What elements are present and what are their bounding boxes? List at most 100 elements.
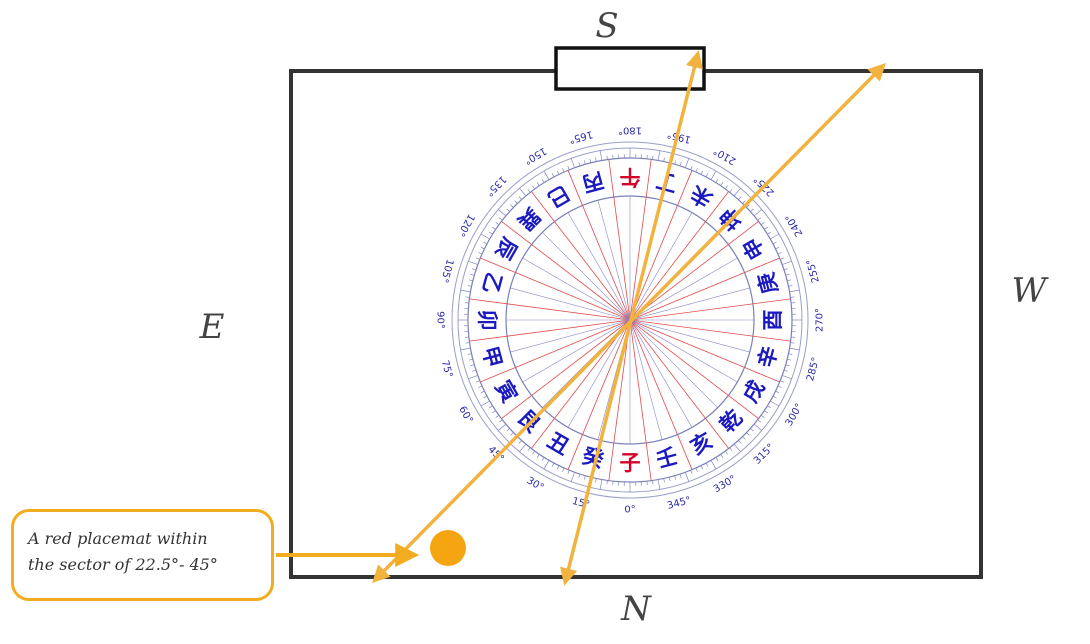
compass-tick (470, 273, 475, 276)
degree-label: 30° (525, 475, 546, 493)
compass-tick (506, 428, 510, 432)
compass-tick (467, 285, 472, 287)
compass-tick (782, 375, 792, 380)
callout-line-1: A red placemat within (28, 529, 208, 548)
compass-tick (606, 480, 608, 485)
degree-label: 45° (485, 444, 505, 464)
degree-label: 240° (784, 212, 806, 238)
compass-tick (519, 443, 527, 452)
compass-tick (465, 296, 470, 298)
compass-tick (668, 477, 671, 482)
compass-tick (657, 150, 661, 161)
compass-tick (567, 470, 570, 475)
compass-tick (527, 447, 531, 452)
mountain-label: 午 (620, 165, 641, 189)
mountain-label: 子 (620, 451, 641, 475)
compass-tick (753, 209, 762, 217)
compass-tick (468, 279, 473, 282)
compass-tick (475, 380, 480, 383)
compass-tick (729, 188, 733, 193)
compass-tick (777, 385, 782, 388)
compass-tick (700, 465, 704, 470)
compass-tick (663, 478, 665, 483)
compass-tick (498, 217, 503, 221)
compass-tick (465, 342, 470, 344)
degree-label: 255° (805, 258, 822, 284)
compass-tick (498, 209, 507, 217)
compass-tick (783, 369, 788, 372)
compass-tick (724, 450, 728, 455)
door (554, 46, 706, 91)
compass-tick (595, 157, 597, 162)
compass-tick (599, 479, 603, 490)
compass-tick (742, 436, 746, 440)
compass-tick (599, 150, 603, 161)
compass-tick (785, 273, 790, 276)
compass-tick (785, 364, 790, 367)
compass-tick (475, 257, 480, 260)
compass-tick (724, 185, 728, 190)
compass-tick (780, 257, 785, 260)
compass-tick (506, 208, 510, 212)
compass-tick (746, 432, 750, 436)
direction-line-diagonal (372, 63, 886, 583)
compass-tick (460, 347, 471, 351)
compass-tick (789, 289, 800, 293)
compass-tick (738, 440, 742, 444)
compass-tick (652, 155, 654, 160)
compass-tick (495, 414, 500, 418)
compass-tick (532, 450, 536, 455)
compass-tick (789, 347, 800, 351)
compass-tick (695, 467, 698, 472)
compass-tick (492, 410, 496, 414)
compass-tick (780, 380, 785, 383)
compass-tick (536, 454, 540, 458)
degree-label: 165° (568, 128, 594, 145)
compass-tick (556, 465, 560, 470)
compass-tick (679, 473, 682, 478)
compass-tick (787, 279, 792, 282)
compass-tick (783, 268, 788, 271)
direction-label-north: N (620, 589, 652, 629)
compass-tick (753, 423, 762, 431)
compass-tick (720, 182, 724, 186)
placemat-callout: A red placemat within the sector of 22.5… (11, 509, 274, 601)
compass-tick (705, 173, 709, 178)
compass-tick (788, 353, 793, 355)
compass-tick (492, 226, 496, 230)
compass-tick (478, 252, 483, 255)
compass-tick (498, 419, 503, 423)
compass-tick (595, 478, 597, 483)
degree-label: 345° (666, 495, 692, 512)
compass-tick (562, 168, 565, 173)
compass-tick (772, 241, 777, 245)
compass-tick (570, 472, 575, 482)
direction-label-west: W (1012, 271, 1050, 311)
compass-tick (483, 395, 488, 399)
compass-tick (518, 440, 522, 444)
compass-tick (472, 268, 477, 271)
compass-tick (715, 457, 719, 461)
compass-tick (510, 204, 514, 208)
compass-tick (674, 160, 677, 165)
compass-tick (710, 170, 717, 180)
compass-tick (685, 158, 690, 168)
compass-tick (570, 158, 575, 168)
degree-label: 90° (435, 311, 446, 329)
direction-label-east: E (199, 307, 225, 347)
compass-tick (757, 217, 762, 221)
compass-tick (536, 182, 540, 186)
compass-tick (556, 170, 560, 175)
compass-tick (583, 160, 586, 165)
compass-tick (787, 358, 792, 361)
degree-label: 0° (624, 505, 635, 516)
compass-tick (480, 233, 490, 240)
compass-tick (695, 168, 698, 173)
compass-tick (767, 231, 771, 235)
compass-tick (551, 173, 555, 178)
compass-tick (527, 188, 531, 193)
compass-tick (733, 188, 741, 197)
compass-tick (578, 162, 581, 167)
compass-tick (790, 342, 795, 344)
